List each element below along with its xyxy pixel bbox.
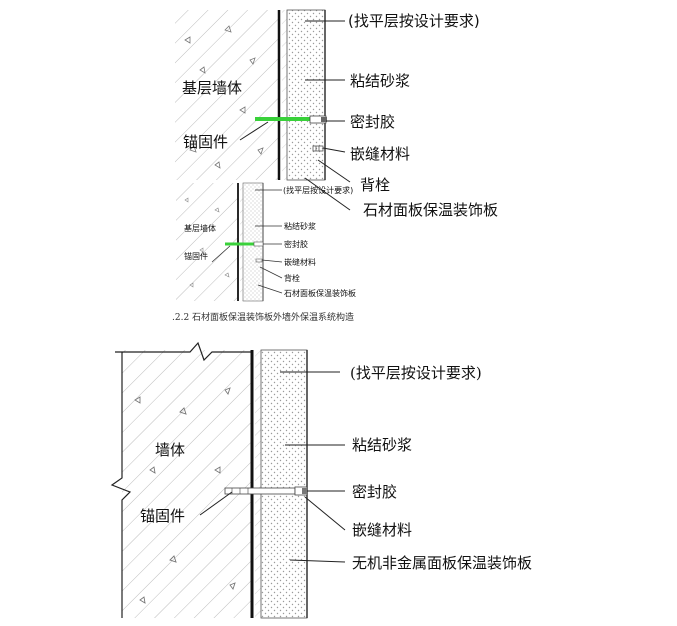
fig3-label-panel: 无机非金属面板保温装饰板 bbox=[352, 554, 532, 572]
fig2-label-anchor: 锚固件 bbox=[184, 251, 208, 261]
figure2: (找平层按设计要求) 基层墙体 粘结砂浆 密封胶 锚固件 嵌缝材料 背栓 石材面… bbox=[172, 182, 356, 323]
fig3-sealant-fill bbox=[302, 488, 307, 494]
fig3-label-anchor: 锚固件 bbox=[140, 507, 185, 525]
fig2-caption: .2.2 石材面板保温装饰板外墙外保温系统构造 bbox=[172, 311, 354, 323]
fig3-break-line-left bbox=[110, 352, 132, 618]
fig1-label-anchor: 锚固件 bbox=[183, 133, 228, 151]
fig1-label-leveling: (找平层按设计要求) bbox=[348, 12, 480, 30]
fig2-sealant-block bbox=[253, 241, 264, 247]
fig2-aggregate-marks bbox=[184, 197, 230, 288]
fig1-bonding-mortar bbox=[282, 10, 287, 180]
fig2-label-base-wall: 基层墙体 bbox=[184, 223, 216, 233]
fig1-leaders bbox=[239, 20, 351, 211]
fig3-label-wall: 墙体 bbox=[155, 441, 185, 459]
fig3-leaders bbox=[199, 371, 346, 563]
fig3-insulation-panel bbox=[260, 349, 308, 619]
fig3-label-joint-material: 嵌缝材料 bbox=[352, 521, 412, 539]
fig2-label-back-bolt: 背栓 bbox=[284, 273, 300, 283]
fig3-label-leveling: (找平层按设计要求) bbox=[350, 364, 482, 382]
fig2-label-bonding-mortar: 粘结砂浆 bbox=[284, 221, 316, 231]
fig3-wall-hatch bbox=[122, 350, 252, 618]
fig3-bonding-mortar bbox=[255, 350, 261, 618]
figure1: (找平层按设计要求) 基层墙体 粘结砂浆 密封胶 锚固件 嵌缝材料 背栓 石材面… bbox=[175, 9, 498, 219]
figure3: (找平层按设计要求) 墙体 粘结砂浆 密封胶 锚固件 嵌缝材料 无机非金属面板保… bbox=[110, 341, 532, 619]
fig3-label-sealant: 密封胶 bbox=[352, 483, 397, 501]
fig2-label-panel: 石材面板保温装饰板 bbox=[284, 288, 356, 298]
fig2-leaders bbox=[211, 189, 283, 294]
fig1-label-base-wall: 基层墙体 bbox=[182, 79, 242, 97]
fig1-label-sealant: 密封胶 bbox=[350, 113, 395, 131]
fig2-bonding-mortar bbox=[240, 183, 243, 301]
fig1-label-back-bolt: 背栓 bbox=[360, 176, 390, 194]
fig1-label-panel: 石材面板保温装饰板 bbox=[363, 201, 498, 219]
fig1-sealant-fill bbox=[321, 117, 327, 122]
fig3-aggregate-marks bbox=[134, 387, 236, 604]
fig2-label-joint-material: 嵌缝材料 bbox=[284, 257, 316, 267]
fig3-label-bonding-mortar: 粘结砂浆 bbox=[352, 436, 412, 454]
fig2-label-leveling: (找平层按设计要求) bbox=[283, 185, 353, 195]
fig1-label-joint-material: 嵌缝材料 bbox=[350, 145, 410, 163]
fig2-base-wall-hatch bbox=[176, 183, 238, 301]
fig3-anchor bbox=[224, 487, 296, 495]
fig1-aggregate-marks bbox=[184, 25, 264, 169]
fig2-label-sealant: 密封胶 bbox=[284, 239, 308, 249]
fig1-insulation-panel bbox=[286, 9, 326, 181]
fig3-break-line-top bbox=[115, 341, 252, 362]
fig2-back-bolt bbox=[255, 258, 263, 263]
fig1-label-bonding-mortar: 粘结砂浆 bbox=[350, 72, 410, 90]
